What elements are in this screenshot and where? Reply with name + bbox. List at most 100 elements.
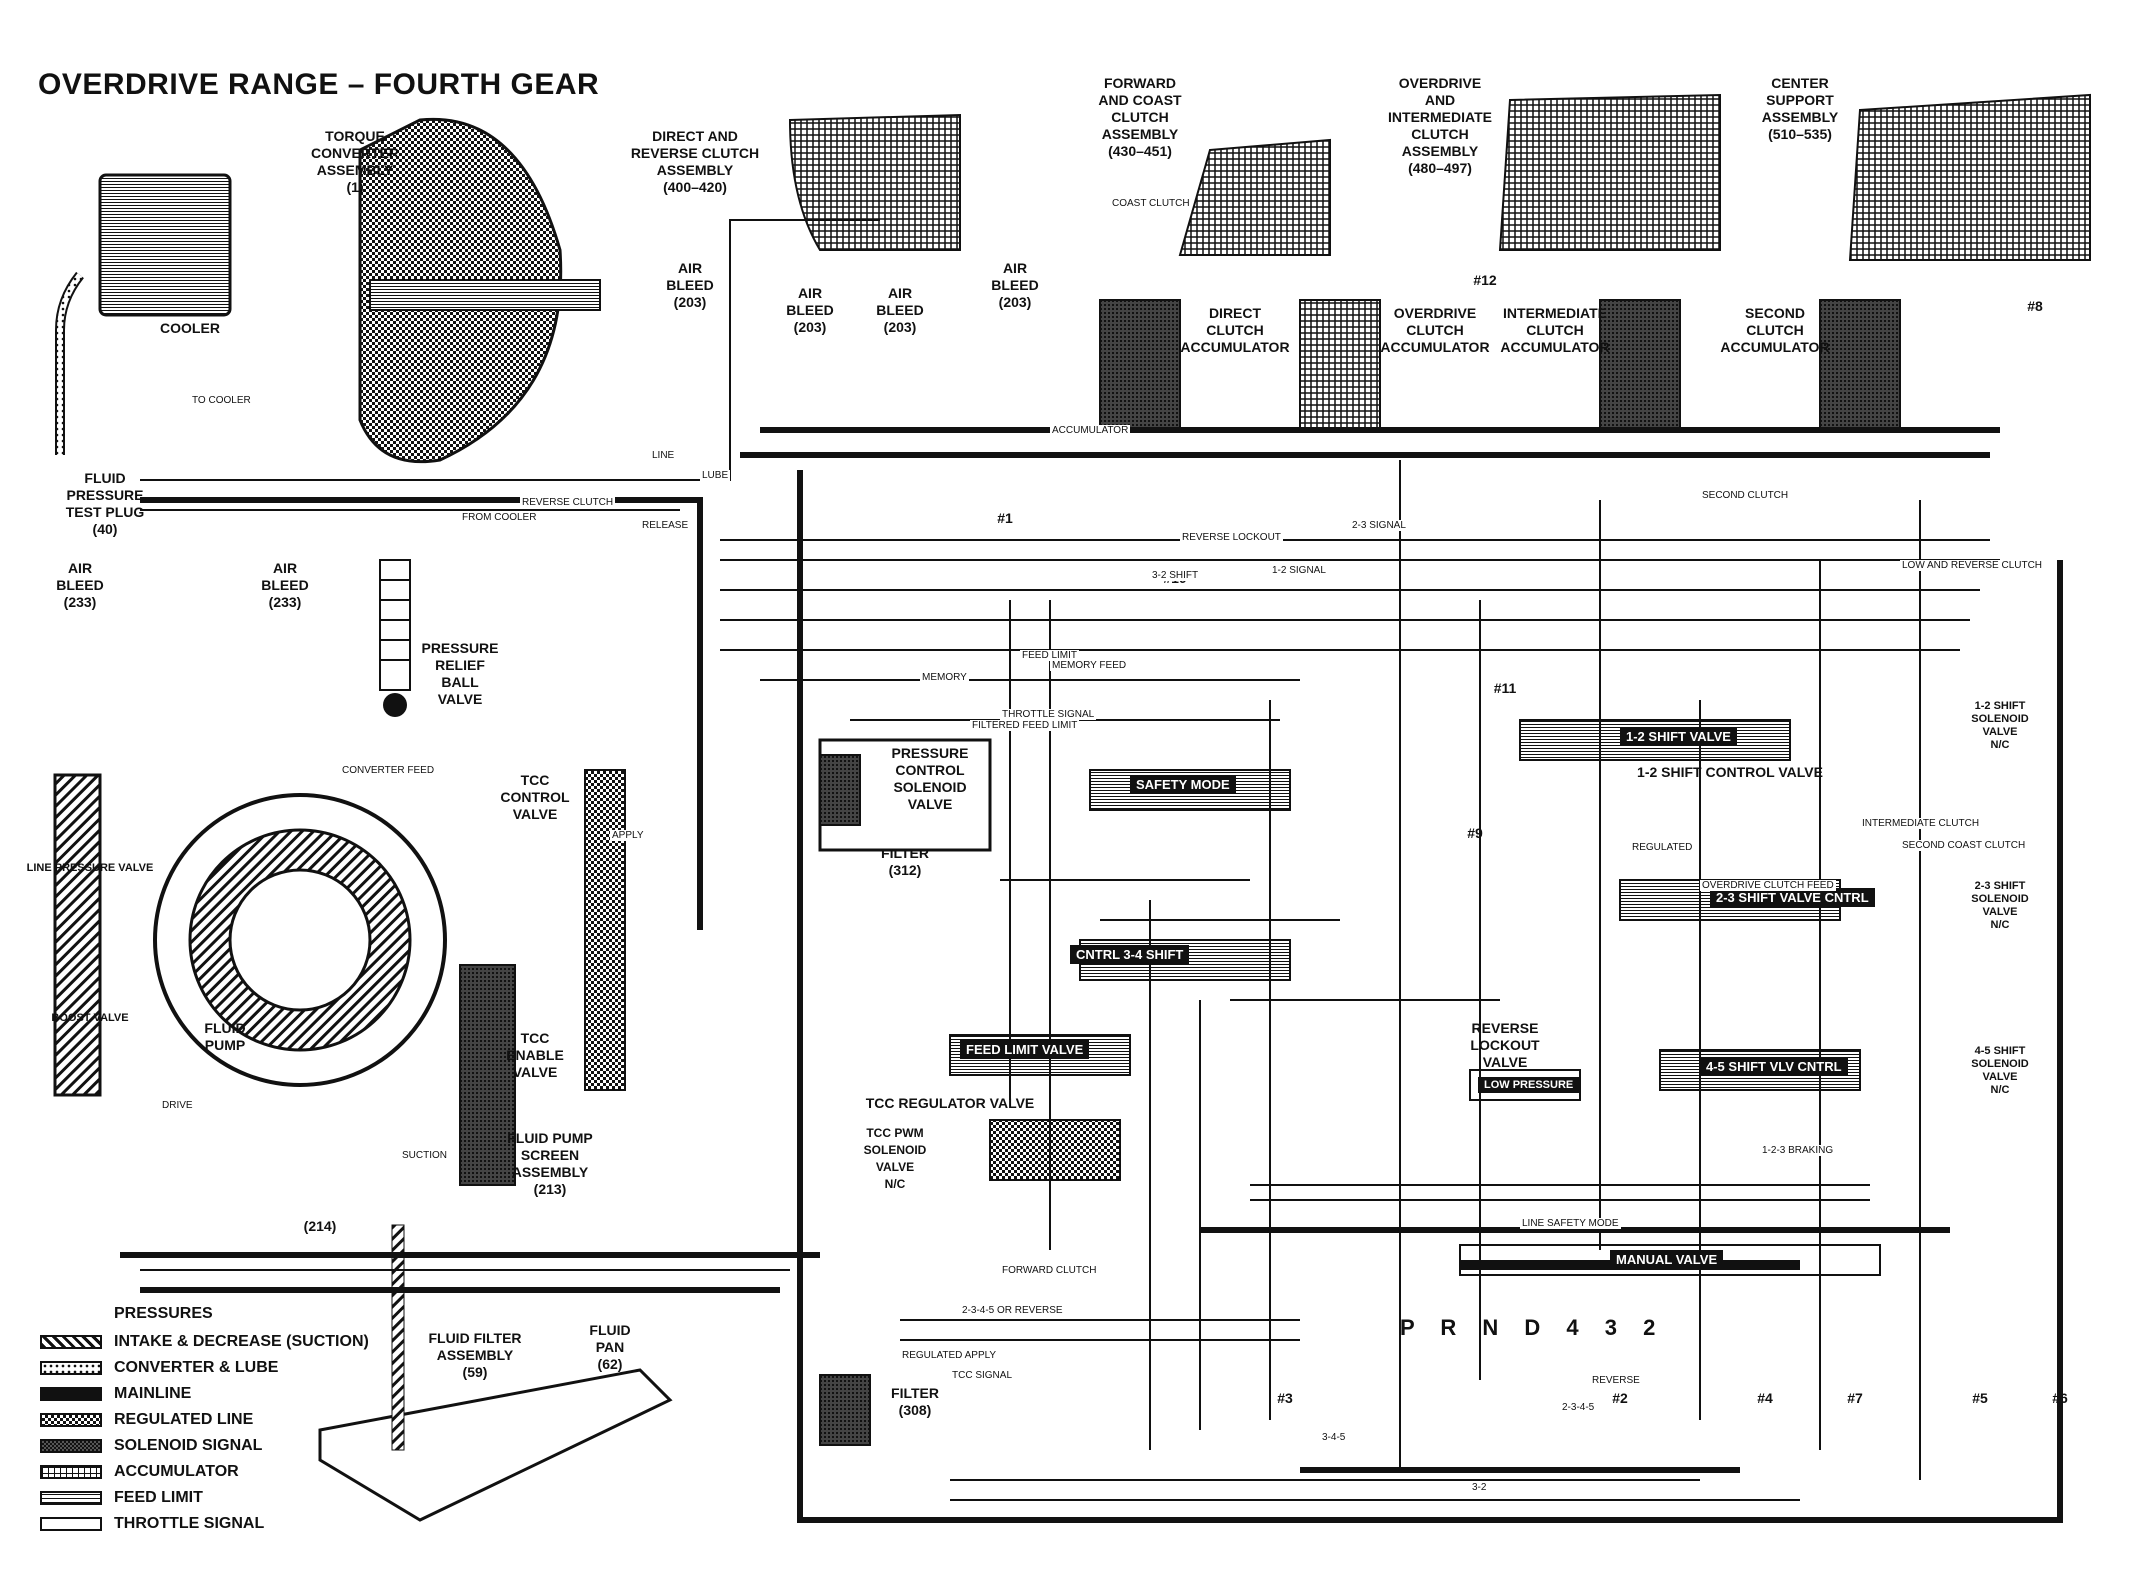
filter-308-drawing [819, 1374, 871, 1446]
passage-label: 3-4-5 [1320, 1432, 1348, 1443]
overdrive-intermediate-clutch-drawing [1498, 93, 1721, 251]
overdrive-clutch-accumulator-label: OVERDRIVE CLUTCH ACCUMULATOR [1380, 305, 1490, 355]
pressures-legend: PRESSURES INTAKE & DECREASE (SUCTION) CO… [40, 1305, 400, 1537]
ref-3-label: #3 [1277, 1390, 1293, 1406]
ref-7-label: #7 [1847, 1390, 1863, 1406]
passage-label: THROTTLE SIGNAL [1000, 709, 1097, 720]
legend-swatch-dense [40, 1439, 102, 1453]
second-clutch-accumulator-label: SECOND CLUTCH ACCUMULATOR [1720, 305, 1830, 355]
boost-line-valves-drawing [53, 773, 102, 1097]
passage-label: 2-3 SIGNAL [1350, 520, 1408, 531]
intermediate-clutch-accumulator-label: INTERMEDIATE CLUTCH ACCUMULATOR [1500, 305, 1610, 355]
page-title: OVERDRIVE RANGE – FOURTH GEAR [38, 68, 600, 101]
legend-swatch-hatch [40, 1335, 102, 1349]
passage-label: OVERDRIVE CLUTCH FEED [1700, 880, 1836, 891]
tcc-valves-drawing [584, 769, 626, 1091]
legend-swatch-lines [40, 1491, 102, 1505]
shift-solenoid-45-label: 4-5 SHIFT SOLENOID VALVE N/C [1971, 1045, 2029, 1096]
ref-9-label: #9 [1467, 825, 1483, 841]
passage-label: REGULATED APPLY [900, 1350, 999, 1361]
ref-11-label: #11 [1493, 680, 1517, 696]
shift-solenoid-23-label: 2-3 SHIFT SOLENOID VALVE N/C [1971, 880, 2029, 931]
legend-label: THROTTLE SIGNAL [114, 1515, 265, 1532]
passage-label: 1-2 SIGNAL [1270, 565, 1328, 576]
ref-4-label: #4 [1757, 1390, 1773, 1406]
legend-item: REGULATED LINE [40, 1407, 400, 1433]
legend-label: REGULATED LINE [114, 1411, 254, 1428]
filter-308-label: FILTER (308) [891, 1385, 939, 1418]
tcc-control-valve-label: TCC CONTROL VALVE [500, 772, 570, 822]
fluid-filter-label: FLUID FILTER ASSEMBLY (59) [428, 1330, 522, 1380]
air-bleed-203-a-label: AIR BLEED (203) [666, 260, 714, 310]
ref-1-label: #1 [997, 510, 1013, 526]
direct-clutch-accumulator-label: DIRECT CLUTCH ACCUMULATOR [1180, 305, 1290, 355]
fluid-pressure-test-plug-label: FLUID PRESSURE TEST PLUG (40) [65, 470, 145, 537]
tcc-pwm-solenoid-label: TCC PWM SOLENOID VALVE N/C [863, 1126, 927, 1191]
reverse-lockout-valve-label: REVERSE LOCKOUT VALVE [1470, 1020, 1540, 1070]
ref-8-label: #8 [2027, 298, 2043, 314]
shift-34-valve: CNTRL 3-4 SHIFT [1070, 945, 1190, 964]
torque-converter-label: TORQUE CONVERTER ASSEMBLY (1) [311, 128, 399, 195]
shift-45-valve: 4-5 SHIFT VLV CNTRL [1700, 1057, 1848, 1076]
passage-label: SECOND CLUTCH [1700, 490, 1791, 501]
passage-label: INTERMEDIATE CLUTCH [1860, 818, 1982, 829]
passage-label: 2-3-4-5 OR REVERSE [960, 1305, 1065, 1316]
gear-selector: P R N D 4 3 2 [1400, 1315, 1666, 1340]
passage-label: SECOND COAST CLUTCH [1900, 840, 2028, 851]
passage-label: FEED LIMIT [1020, 650, 1080, 661]
passage-label: APPLY [610, 830, 646, 841]
legend-swatch-checker [40, 1413, 102, 1427]
line-pressure-valve-label: LINE PRESSURE VALVE [26, 862, 154, 874]
passage-label: ACCUMULATOR [1050, 425, 1131, 436]
fluid-pan-drawing [318, 1224, 673, 1522]
passage-label: TCC SIGNAL [950, 1370, 1015, 1381]
shift-control-12-label: 1-2 SHIFT CONTROL VALVE [1637, 764, 1823, 780]
feed-limit-valve: FEED LIMIT VALVE [960, 1040, 1090, 1059]
passage-label: REVERSE CLUTCH [520, 497, 616, 508]
fluid-pump-label: FLUID PUMP [204, 1020, 246, 1053]
legend-swatch-empty [40, 1517, 102, 1531]
passage-label: REGULATED [1630, 842, 1695, 853]
cooler-drawing [55, 173, 232, 455]
low-pressure-valve: LOW PRESSURE [1478, 1077, 1580, 1093]
ref-214-label: (214) [303, 1218, 337, 1234]
ref-5-label: #5 [1972, 1390, 1988, 1406]
legend-label: INTAKE & DECREASE (SUCTION) [114, 1333, 369, 1350]
passage-label: REVERSE LOCKOUT [1180, 532, 1283, 543]
passage-label: 1-2-3 BRAKING [1760, 1145, 1836, 1156]
ref-2-label: #2 [1612, 1390, 1628, 1406]
air-bleed-233-label: AIR BLEED (233) [261, 560, 309, 610]
torque-converter-drawing [358, 117, 601, 464]
legend-label: ACCUMULATOR [114, 1463, 239, 1480]
legend-item: MAINLINE [40, 1381, 400, 1407]
accumulators [1099, 299, 1901, 431]
legend-item: THROTTLE SIGNAL [40, 1511, 400, 1537]
passage-label: MEMORY [920, 672, 969, 683]
legend-item: FEED LIMIT [40, 1485, 400, 1511]
passage-label: DRIVE [160, 1100, 195, 1111]
legend-item: SOLENOID SIGNAL [40, 1433, 400, 1459]
passage-label: CONVERTER FEED [340, 765, 437, 776]
safety-mode-valve: SAFETY MODE [1130, 775, 1236, 794]
legend-swatch-dots [40, 1361, 102, 1375]
fluid-pump-screen-label: FLUID PUMP SCREEN ASSEMBLY (213) [507, 1130, 593, 1197]
shift-12-valve: 1-2 SHIFT VALVE [1620, 727, 1737, 746]
pressure-relief-valve-drawing [379, 559, 411, 717]
passage-label: MEMORY FEED [1050, 660, 1129, 671]
legend-label: MAINLINE [114, 1385, 192, 1402]
legend-swatch-solid [40, 1387, 102, 1401]
tcc-enable-valve-label: TCC ENABLE VALVE [506, 1030, 564, 1080]
air-bleed-203-b-label: AIR BLEED (203) [786, 285, 834, 335]
ref-12-label: #12 [1473, 272, 1497, 288]
passage-label: 3-2 SHIFT [1150, 570, 1201, 581]
legend-heading: PRESSURES [114, 1305, 213, 1322]
legend-label: SOLENOID SIGNAL [114, 1437, 263, 1454]
legend-item: ACCUMULATOR [40, 1459, 400, 1485]
ref-6-label: #6 [2052, 1390, 2068, 1406]
legend-item: CONVERTER & LUBE [40, 1355, 400, 1381]
passage-label: SUCTION [400, 1150, 449, 1161]
passage-label: 2-3-4-5 [1560, 1402, 1597, 1413]
shift-solenoid-12-label: 1-2 SHIFT SOLENOID VALVE N/C [1971, 700, 2029, 751]
boost-valve-label: BOOST VALVE [51, 1012, 129, 1024]
passage-label: LOW AND REVERSE CLUTCH [1900, 560, 2045, 571]
